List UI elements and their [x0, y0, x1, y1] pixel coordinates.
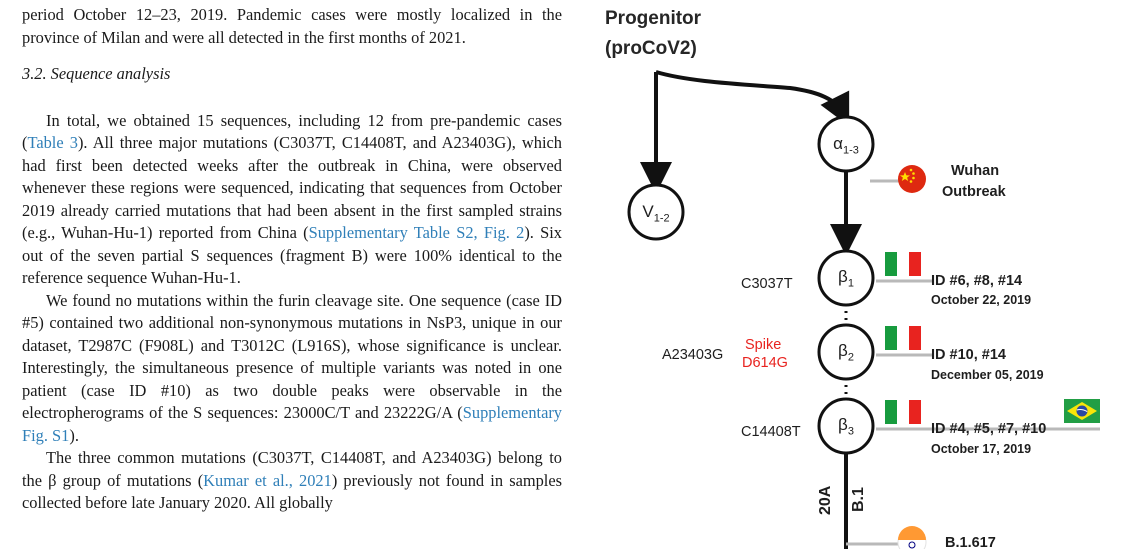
wuhan-outbreak-label: Wuhan Outbreak	[942, 162, 1006, 202]
link-supplementary-fig-s1[interactable]: Supplementary Fig. S1	[22, 403, 562, 445]
node-alpha-label: α1-3	[821, 135, 871, 159]
node-beta1-symbol: β	[838, 267, 848, 286]
diagram-title-line1: Progenitor	[605, 8, 702, 29]
node-beta2	[817, 323, 875, 381]
wuhan-line2: Outbreak	[942, 184, 1006, 200]
node-beta1-label: β1	[821, 268, 871, 292]
link-kumar-2021[interactable]: Kumar et al., 2021	[203, 470, 332, 490]
node-v	[627, 183, 685, 241]
link-supplementary-table-s2[interactable]: Supplementary Table S2, Fig. 2	[308, 223, 525, 242]
branch-progenitor-to-alpha	[655, 70, 850, 127]
phylogeny-diagram: Progenitor (proCoV2) α1-3 V1-2 β1 β2 β3 …	[580, 0, 1131, 551]
node-beta3	[817, 397, 875, 455]
section-heading-text: 3.2. Sequence analysis	[22, 64, 171, 83]
node-beta1	[817, 249, 875, 307]
clade-20a-label: 20A	[817, 485, 834, 515]
node-beta1-subscript: 1	[847, 277, 854, 290]
node-beta3-symbol: β	[838, 415, 848, 434]
italy-flag-icon	[885, 326, 921, 350]
paragraph-furin: We found no mutations within the furin c…	[22, 290, 562, 448]
italy-flag-icon	[885, 400, 921, 424]
italy-flag-icon	[885, 252, 921, 276]
paragraph-sequences-part-b: ). All three major mutations (C3037T, C1…	[22, 133, 562, 242]
node-beta2-symbol: β	[838, 341, 848, 360]
spike-d614g-label: Spike D614G	[742, 336, 788, 372]
paragraph-mutations-part-b: ) previously not found in samples collec…	[22, 470, 562, 513]
paragraph-mutations: The three common mutations (C3037T, C144…	[22, 447, 562, 515]
spike-line1: Spike	[745, 337, 782, 353]
node-beta2-subscript: 2	[847, 351, 854, 364]
paragraph-mutations-part-a: The three common mutations (C3037T, C144…	[22, 448, 562, 490]
phylogeny-svg	[627, 70, 1100, 549]
paragraph-intro: period October 12–23, 2019. Pandemic cas…	[22, 4, 562, 49]
article-text-column: period October 12–23, 2019. Pandemic cas…	[22, 4, 562, 515]
diagram-title: Progenitor (proCoV2)	[605, 6, 701, 62]
mutation-c3037t-label: C3037T	[741, 276, 793, 292]
diagram-title-line2: (proCoV2)	[605, 38, 697, 59]
beta3-case-ids: ID #4, #5, #7, #10	[931, 421, 1047, 437]
mutation-c14408t-label: C14408T	[741, 424, 801, 440]
node-v-symbol: V	[642, 202, 654, 221]
wuhan-line1: Wuhan	[951, 163, 1000, 179]
variant-b1617-label: B.1.617	[945, 535, 996, 551]
beta2-date: December 05, 2019	[931, 368, 1044, 382]
node-alpha	[817, 115, 875, 173]
mutation-a23403g-label: A23403G	[662, 347, 724, 363]
beta2-case-ids: ID #10, #14	[931, 347, 1006, 363]
node-v-subscript: 1-2	[653, 212, 670, 225]
node-v-label: V1-2	[631, 203, 681, 227]
paragraph-furin-part-b: ).	[69, 425, 79, 445]
node-alpha-symbol: α	[833, 134, 843, 153]
brazil-flag-icon	[1064, 399, 1100, 423]
beta3-date: October 17, 2019	[931, 442, 1032, 456]
paragraph-sequences: In total, we obtained 15 sequences, incl…	[22, 110, 562, 290]
china-flag-icon	[898, 165, 926, 193]
paragraph-furin-part-a: We found no mutations within the furin c…	[22, 290, 562, 423]
clade-b1-label: B.1	[850, 487, 867, 512]
india-flag-icon	[897, 526, 927, 549]
spike-line2: D614G	[742, 355, 788, 371]
node-alpha-subscript: 1-3	[842, 144, 859, 157]
paragraph-intro-text: period October 12–23, 2019. Pandemic cas…	[22, 5, 562, 47]
link-table-3[interactable]: Table 3	[27, 133, 78, 152]
section-heading: 3.2. Sequence analysis	[22, 63, 562, 86]
node-beta3-subscript: 3	[847, 425, 854, 438]
paragraph-sequences-part-c: ). Six out of the seven partial S sequen…	[22, 223, 562, 287]
beta1-case-ids: ID #6, #8, #14	[931, 273, 1023, 289]
paragraph-sequences-part-a: In total, we obtained 15 sequences, incl…	[22, 110, 562, 153]
beta1-date: October 22, 2019	[931, 293, 1032, 307]
node-beta3-label: β3	[821, 416, 871, 440]
node-beta2-label: β2	[821, 342, 871, 366]
